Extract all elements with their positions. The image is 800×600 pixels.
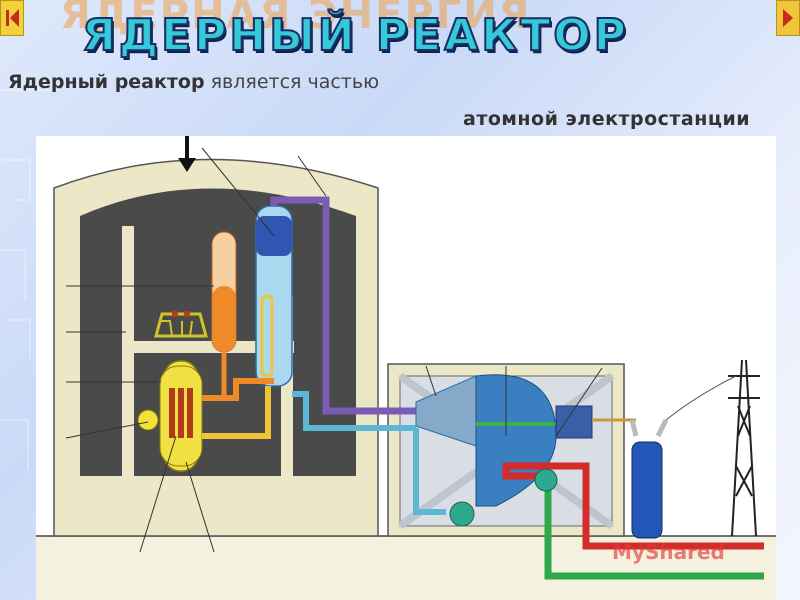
subtitle-bold: Ядерный реактор <box>8 71 205 93</box>
circulation-pump <box>138 410 158 430</box>
next-arrow-icon <box>777 1 799 35</box>
watermark: MyShared <box>612 540 725 564</box>
subtitle: Ядерный реактор является частью <box>8 71 379 93</box>
cooling-pump <box>535 469 557 491</box>
first-slide-button[interactable] <box>0 0 24 36</box>
diagram-panel <box>36 136 776 600</box>
condenser-pump <box>450 502 474 526</box>
page-title: ЯДЕРНЫЙ РЕАКТОР <box>82 10 629 61</box>
generator <box>556 406 592 438</box>
power-line-tower <box>728 360 760 536</box>
transformer <box>632 442 662 538</box>
subtitle-line2: атомной электростанции <box>463 108 750 130</box>
nuclear-plant-diagram <box>36 136 776 600</box>
next-slide-button[interactable] <box>776 0 800 36</box>
subtitle-rest: является частью <box>205 71 380 93</box>
fuel-rods <box>169 388 193 438</box>
skip-first-icon <box>1 1 23 35</box>
